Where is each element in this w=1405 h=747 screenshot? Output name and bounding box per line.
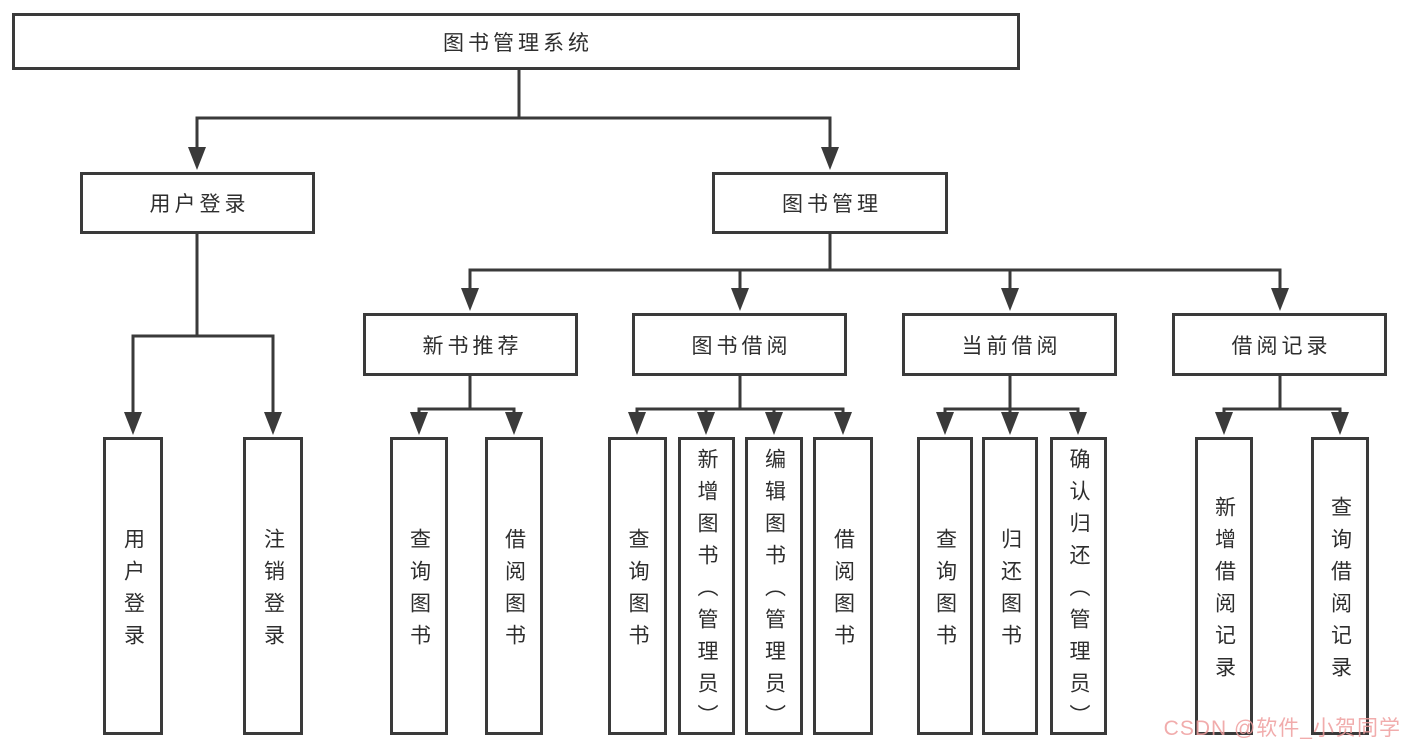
node-current-borrow: 当前借阅 xyxy=(902,313,1117,376)
leaf-label: 查询借阅记录 xyxy=(1328,495,1352,688)
leaf-add-borrow-record: 新增借阅记录 xyxy=(1195,437,1253,735)
leaf-label: 借阅图书 xyxy=(831,527,855,656)
leaf-add-book-admin: 新增图书（管理员） xyxy=(678,437,735,736)
node-borrow-records: 借阅记录 xyxy=(1172,313,1387,376)
node-label: 图书借阅 xyxy=(691,334,792,358)
leaf-return-book: 归还图书 xyxy=(982,437,1038,735)
leaf-label: 注销登录 xyxy=(261,527,285,656)
arrowheads xyxy=(124,147,1349,435)
node-label: 用户登录 xyxy=(149,193,250,216)
leaf-query-books-current: 查询图书 xyxy=(917,437,973,735)
leaf-query-books-recommend: 查询图书 xyxy=(390,437,448,735)
leaf-label: 用户登录 xyxy=(121,527,145,656)
node-label: 图书管理系统 xyxy=(443,31,593,55)
node-label: 新书推荐 xyxy=(422,334,523,358)
leaf-query-books-borrow: 查询图书 xyxy=(608,437,667,735)
leaf-query-borrow-record: 查询借阅记录 xyxy=(1311,437,1369,735)
leaf-confirm-return-admin: 确认归还（管理员） xyxy=(1050,437,1107,736)
leaf-borrow-books-recommend: 借阅图书 xyxy=(485,437,543,735)
leaf-label: 查询图书 xyxy=(626,527,649,656)
leaf-label: 查询图书 xyxy=(407,527,431,656)
node-label: 借阅记录 xyxy=(1231,334,1332,358)
leaf-label: 归还图书 xyxy=(998,527,1022,656)
leaf-logout-login: 注销登录 xyxy=(243,437,303,735)
node-user-login: 用户登录 xyxy=(80,172,315,234)
node-book-borrow: 图书借阅 xyxy=(632,313,847,376)
node-book-management: 图书管理 xyxy=(712,172,948,234)
leaf-borrow-books: 借阅图书 xyxy=(813,437,873,735)
node-label: 当前借阅 xyxy=(961,334,1062,358)
node-label: 图书管理 xyxy=(782,193,882,216)
leaf-edit-book-admin: 编辑图书（管理员） xyxy=(745,437,803,736)
leaf-label: 新增借阅记录 xyxy=(1212,495,1236,688)
leaf-label: 确认归还（管理员） xyxy=(1067,447,1090,736)
leaf-label: 新增图书（管理员） xyxy=(695,447,718,736)
leaf-user-login: 用户登录 xyxy=(103,437,163,735)
node-new-book-recommend: 新书推荐 xyxy=(363,313,578,376)
node-library-management-system: 图书管理系统 xyxy=(12,13,1020,70)
csdn-watermark: CSDN @软件_小贺同学 xyxy=(1163,717,1401,740)
leaf-label: 借阅图书 xyxy=(502,527,526,656)
leaf-label: 编辑图书（管理员） xyxy=(762,447,786,736)
leaf-label: 查询图书 xyxy=(933,527,957,656)
